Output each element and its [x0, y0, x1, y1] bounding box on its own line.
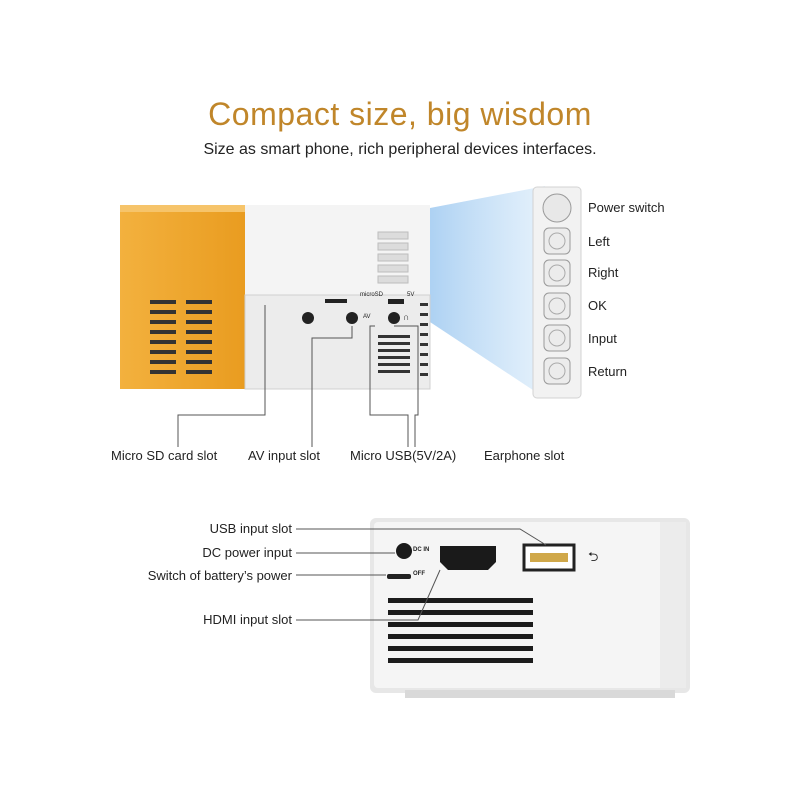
dc-jack	[396, 543, 412, 559]
label-av-input-slot: AV input slot	[248, 448, 321, 463]
label-hdmi-input-slot: HDMI input slot	[203, 612, 292, 627]
label-ok: OK	[588, 298, 607, 313]
dc-in-marking: DC IN	[413, 547, 430, 553]
label-input: Input	[588, 331, 617, 346]
sd-marking: microSD	[360, 292, 384, 298]
projection-beam	[430, 186, 545, 398]
label-earphone-slot: Earphone slot	[484, 448, 565, 463]
label-battery-switch: Switch of battery’s power	[147, 568, 292, 583]
av-jack	[302, 312, 314, 324]
off-marking: OFF	[413, 571, 425, 577]
usb-marking: 5V	[407, 292, 415, 298]
vent-grille	[150, 300, 212, 374]
page-subtitle: Size as smart phone, rich peripheral dev…	[203, 141, 597, 158]
earphone-jack	[388, 312, 400, 324]
av-marking: AV	[363, 314, 371, 320]
label-return: Return	[588, 364, 628, 379]
label-usb-input-slot: USB input slot	[209, 521, 292, 536]
av-jack-2	[346, 312, 358, 324]
label-dc-power-input: DC power input	[202, 545, 292, 560]
label-micro-sd-slot: Micro SD card slot	[111, 448, 218, 463]
label-micro-usb: Micro USB(5V/2A)	[350, 448, 457, 463]
projector-top-view	[120, 205, 431, 447]
page-title: Compact size, big wisdom	[208, 96, 592, 132]
label-power-switch: Power switch	[588, 200, 665, 215]
button-panel	[532, 186, 582, 399]
label-left: Left	[588, 234, 610, 249]
label-right: Right	[588, 265, 619, 280]
projector-rear-view	[296, 518, 690, 698]
usb-icon: ⮌	[588, 549, 599, 564]
ear-marking: ∩	[403, 312, 410, 322]
hdmi-port	[440, 546, 496, 570]
